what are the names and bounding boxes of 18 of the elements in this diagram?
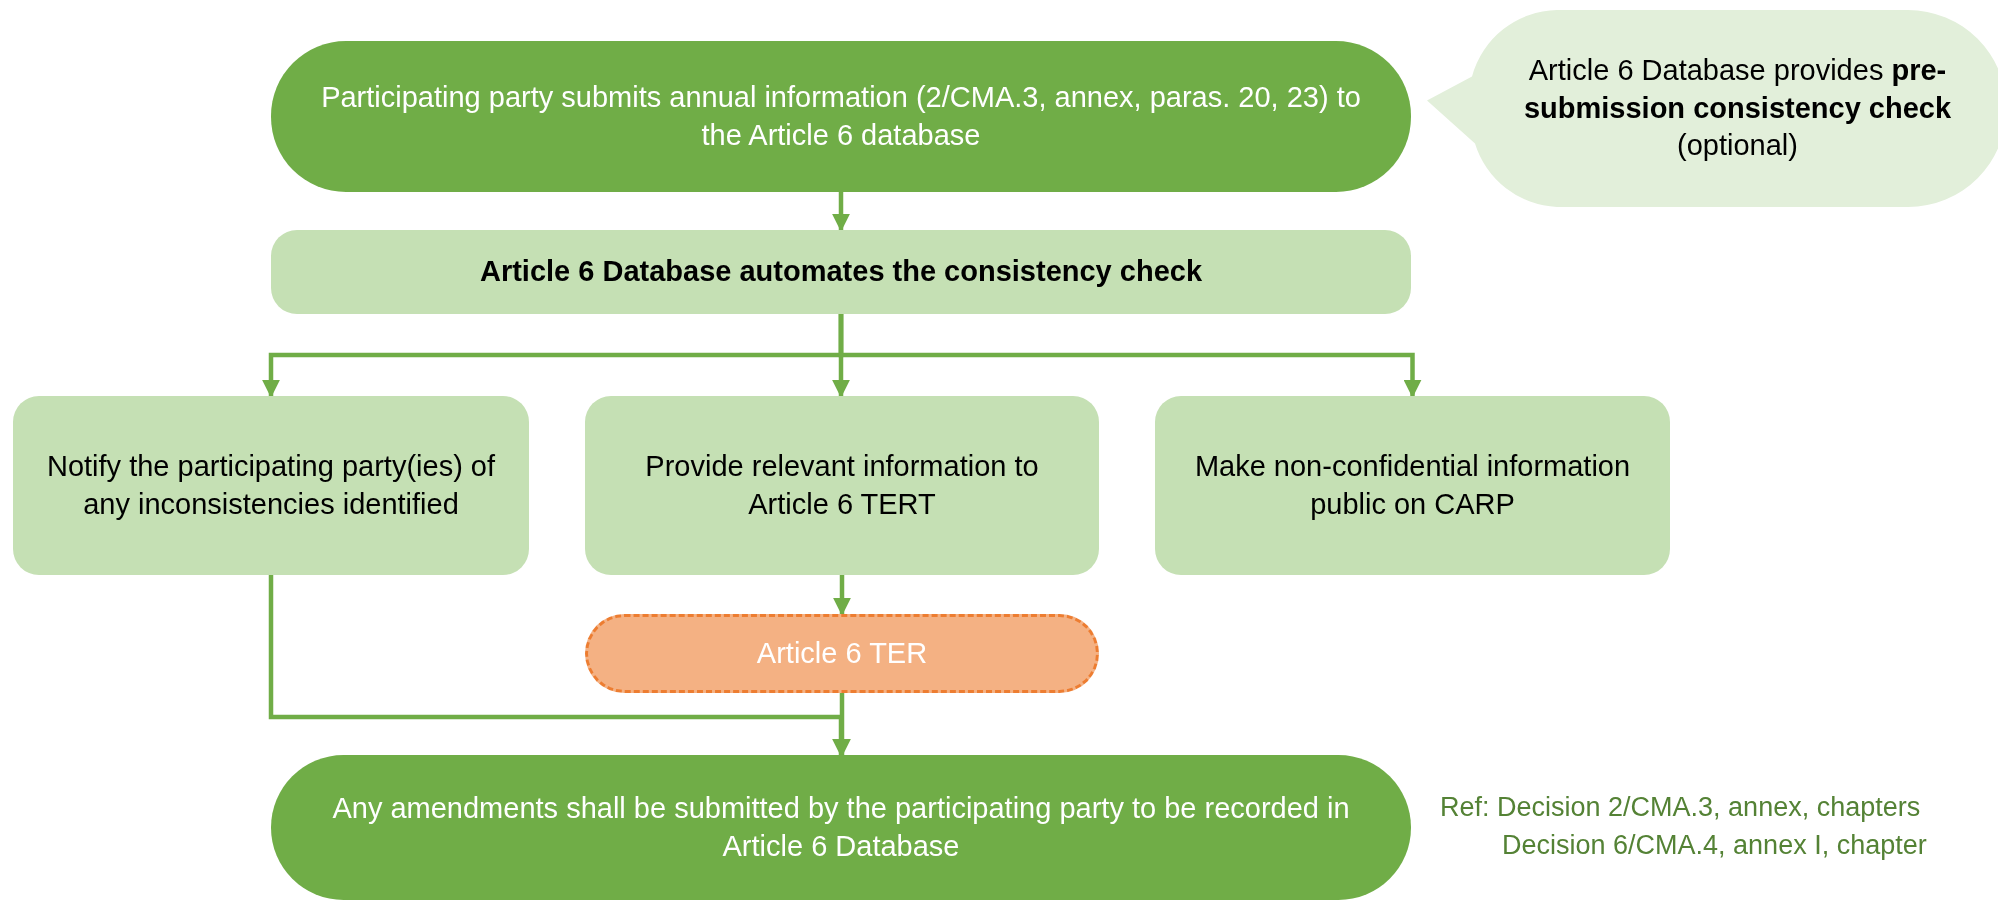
- process-box: [271, 230, 1411, 314]
- node-text: Any amendments shall be submitted by the participating party to be recorded in Article 6 Database: [331, 790, 1351, 864]
- node-text: Participating party submits annual information (2/CMA.3, annex, paras. 20, 23) to the Article 6 database: [320, 79, 1362, 153]
- node-text: Article 6 Database provides pre-submission consistency check (optional): [1522, 52, 1953, 164]
- speech-bubble: [1427, 10, 1998, 207]
- reference-note: Ref: Decision 2/CMA.3, annex, chapters: [1440, 792, 1921, 823]
- node-text: Notify the participating party(ies) of any inconsistencies identified: [45, 448, 497, 522]
- node-text: Article 6 TER: [756, 635, 928, 671]
- arrow: [832, 192, 850, 232]
- arrow: [833, 575, 851, 616]
- process-box: [585, 396, 1099, 575]
- process-box: [13, 396, 529, 575]
- node-text: Make non-confidential information public on CARP: [1193, 448, 1632, 522]
- node-text: Article 6 Database automates the consistency check: [479, 254, 1203, 290]
- node-text: Provide relevant information to Article 6 TERT: [644, 448, 1040, 522]
- process-box: [1155, 396, 1670, 575]
- reference-note: Decision 6/CMA.4, annex I, chapter: [1502, 830, 1927, 861]
- arrow: [838, 314, 1422, 398]
